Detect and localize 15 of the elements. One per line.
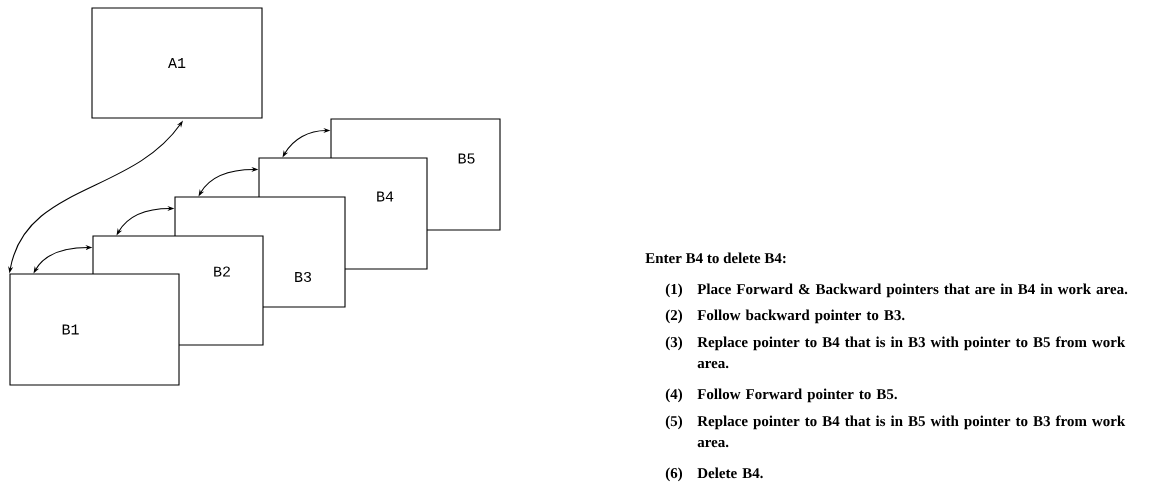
- record-box: A1: [91, 7, 263, 119]
- list-number: (2): [665, 309, 683, 324]
- step-text: Replace pointer to B4 that is in B3 with pointer to B5 from work area.: [697, 336, 1126, 369]
- step-text: Replace pointer to B4 that is in B5 with pointer to B3 from work area.: [697, 415, 1126, 448]
- list-number: (4): [665, 388, 683, 403]
- list-number: (3): [665, 336, 683, 351]
- step-text: Follow backward pointer to B3.: [697, 309, 905, 324]
- list-number: (6): [665, 467, 683, 482]
- step-text: Place Forward & Backward pointers that are in B4 in work area.: [697, 283, 1128, 298]
- record-box: B1: [9, 273, 180, 386]
- list-number: (5): [665, 415, 683, 430]
- step-text: Follow Forward pointer to B5.: [697, 388, 897, 403]
- list-number: (1): [665, 283, 683, 298]
- step-text: Delete B4.: [697, 467, 763, 479]
- heading-text: Enter B4 to delete B4:: [645, 252, 786, 264]
